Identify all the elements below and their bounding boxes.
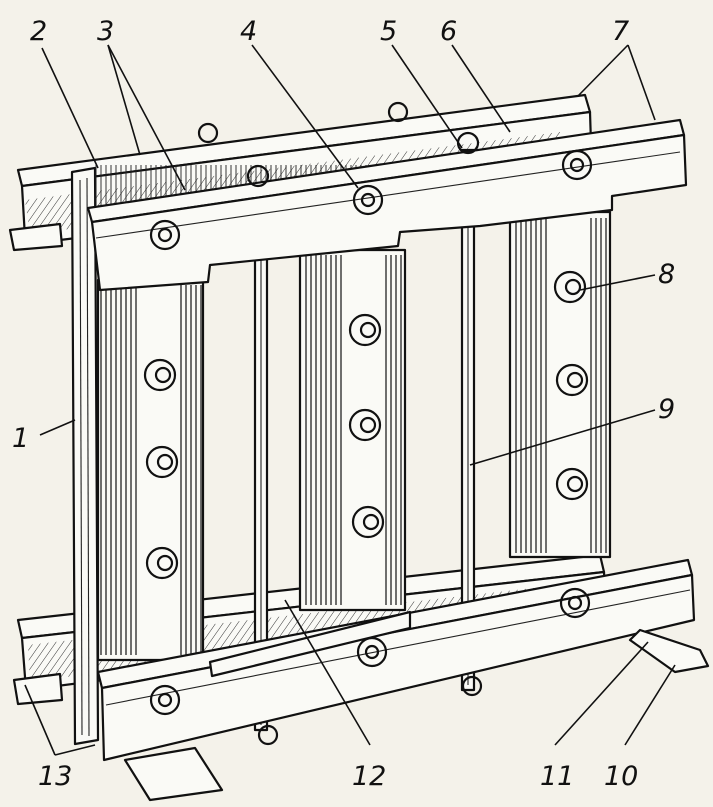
yoke-bolts: [149, 101, 593, 746]
callout-1: 1: [12, 423, 29, 454]
callout-12: 12: [352, 761, 386, 792]
core-limb-middle: [298, 248, 407, 612]
vertical-tie-rod-right: [460, 148, 476, 692]
limb-clamp-bolts: [143, 270, 589, 580]
leader-lines: [24, 44, 676, 756]
callout-8: 8: [658, 259, 675, 290]
callout-2: 2: [30, 16, 47, 47]
left-side-plate: [70, 166, 100, 746]
mounting-foot-front: [123, 746, 224, 802]
callout-6: 6: [440, 16, 457, 47]
callout-11: 11: [540, 761, 574, 792]
callout-5: 5: [380, 16, 397, 47]
mounting-foot-right: [628, 628, 710, 674]
front-upper-yoke-beam: [86, 118, 688, 292]
callout-13: 13: [38, 761, 72, 792]
callout-7: 7: [612, 16, 629, 47]
callout-10: 10: [604, 761, 638, 792]
core-limb-right: [508, 210, 612, 559]
core-limb-left: [96, 278, 205, 662]
callout-3: 3: [97, 16, 114, 47]
callout-4: 4: [240, 16, 257, 47]
callout-9: 9: [658, 394, 675, 425]
